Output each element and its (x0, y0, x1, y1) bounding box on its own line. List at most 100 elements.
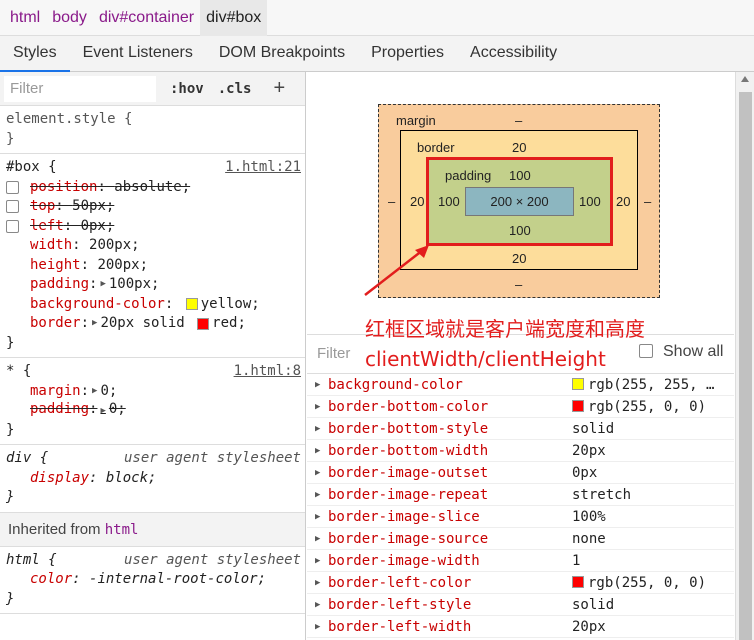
vertical-scrollbar[interactable] (735, 72, 754, 640)
expand-triangle-icon[interactable]: ▶ (315, 424, 321, 434)
expand-triangle-icon[interactable]: ▶ (315, 490, 321, 500)
expand-triangle-icon[interactable]: ▶ (315, 600, 321, 610)
decl-width[interactable]: width: 200px; (30, 237, 140, 253)
rule-selector: html { (6, 551, 57, 568)
inherited-element-link[interactable]: html (104, 521, 139, 538)
new-rule-button[interactable]: + (273, 77, 286, 99)
decl-position[interactable]: position: absolute; (6, 178, 305, 198)
breadcrumb-container[interactable]: div#container (98, 8, 195, 26)
decl-height[interactable]: height: 200px; (30, 256, 149, 273)
tab-properties[interactable]: Properties (371, 44, 445, 61)
box-model-diagram: 200 × 200 margin – – – – border 20 20 20… (307, 72, 732, 330)
annotation-line-1: 红框区域就是客户端宽度和高度 (365, 317, 645, 341)
expand-triangle-icon[interactable]: ▶ (315, 380, 321, 390)
decl-border[interactable]: border:▶20px solid red; (6, 314, 305, 334)
tab-accessibility[interactable]: Accessibility (470, 44, 558, 61)
margin-label: margin (396, 113, 436, 128)
annotation-text: 红框区域就是客户端宽度和高度 clientWidth/clientHeight (365, 314, 645, 374)
breadcrumb-html[interactable]: html (10, 8, 41, 26)
rule-div-ua: user agent stylesheet div { display: blo… (0, 445, 305, 513)
scroll-up-icon[interactable] (741, 76, 749, 82)
color-swatch-icon[interactable] (185, 298, 198, 311)
border-label: border (417, 140, 455, 155)
rule-selector: element.style { (6, 111, 133, 127)
margin-left-value[interactable]: – (388, 194, 396, 209)
tab-styles[interactable]: Styles (0, 36, 70, 72)
border-left-value[interactable]: 20 (410, 194, 425, 209)
border-bottom-value[interactable]: 20 (512, 251, 527, 266)
inherited-header: Inherited from html (0, 512, 305, 547)
hov-button[interactable]: :hov (170, 80, 204, 97)
styles-filter-input[interactable]: Filter (4, 75, 156, 102)
breadcrumb: html body div#container div#box (0, 0, 754, 36)
decl-checkbox[interactable] (6, 200, 19, 214)
expand-triangle-icon[interactable]: ▶ (315, 512, 321, 522)
scrollbar-thumb[interactable] (739, 92, 752, 640)
tab-dom-breakpoints[interactable]: DOM Breakpoints (218, 44, 346, 61)
border-right-value[interactable]: 20 (616, 194, 631, 209)
margin-right-value[interactable]: – (644, 194, 652, 209)
border-top-value[interactable]: 20 (512, 140, 527, 155)
expand-triangle-icon[interactable]: ▶ (92, 318, 98, 328)
rule-element-style[interactable]: element.style { } (0, 106, 305, 154)
decl-left[interactable]: left: 0px; (6, 217, 305, 237)
rule-source-link[interactable]: 1.html:21 (225, 159, 301, 175)
color-swatch-icon[interactable] (197, 317, 210, 330)
expand-triangle-icon[interactable]: ▶ (315, 446, 321, 456)
expand-triangle-icon[interactable]: ▶ (315, 622, 321, 632)
padding-bottom-value[interactable]: 100 (509, 223, 531, 238)
color-swatch-icon (572, 400, 584, 412)
decl-checkbox[interactable] (6, 180, 19, 194)
rule-close: } (6, 421, 15, 438)
decl-top[interactable]: top: 50px; (6, 197, 305, 217)
expand-triangle-icon[interactable]: ▶ (315, 556, 321, 566)
color-swatch-icon (572, 576, 584, 588)
breadcrumb-body[interactable]: body (52, 8, 87, 26)
margin-top-value[interactable]: – (515, 113, 523, 128)
rule-source-label: user agent stylesheet (123, 450, 301, 466)
box-model-content[interactable]: 200 × 200 (465, 187, 574, 216)
computed-filter-input[interactable]: Filter (317, 345, 351, 362)
show-all-label[interactable]: Show all (663, 343, 724, 360)
annotation-line-2: clientWidth/clientHeight (365, 347, 606, 371)
cls-button[interactable]: .cls (217, 80, 252, 97)
expand-triangle-icon[interactable]: ▶ (100, 406, 106, 416)
expand-triangle-icon[interactable]: ▶ (100, 279, 106, 289)
rule-html-ua: user agent stylesheet html { color: -int… (0, 547, 305, 614)
tab-event-listeners[interactable]: Event Listeners (82, 44, 193, 61)
computed-pane: 200 × 200 margin – – – – border 20 20 20… (307, 72, 754, 640)
expand-triangle-icon[interactable]: ▶ (315, 534, 321, 544)
breadcrumb-box[interactable]: div#box (200, 0, 268, 36)
decl-padding-overridden[interactable]: padding:▶0; (30, 401, 126, 417)
rule-selector: * { (6, 363, 32, 379)
decl-checkbox[interactable] (6, 219, 19, 233)
rule-source-link[interactable]: 1.html:8 (233, 363, 301, 379)
expand-triangle-icon[interactable]: ▶ (92, 385, 98, 396)
rule-selector: div { (6, 450, 49, 466)
decl-padding[interactable]: padding:▶100px; (6, 275, 305, 295)
rule-box: 1.html:21 #box { position: absolute; top… (0, 154, 305, 358)
padding-right-value[interactable]: 100 (579, 194, 601, 209)
padding-left-value[interactable]: 100 (438, 194, 460, 209)
padding-top-value[interactable]: 100 (509, 168, 531, 183)
margin-bottom-value[interactable]: – (515, 277, 523, 292)
expand-triangle-icon[interactable]: ▶ (315, 578, 321, 588)
show-all-checkbox[interactable] (639, 344, 653, 358)
expand-triangle-icon[interactable]: ▶ (315, 402, 321, 412)
expand-triangle-icon[interactable]: ▶ (315, 468, 321, 478)
decl-margin[interactable]: margin:▶0; (6, 382, 305, 402)
decl-background-color[interactable]: background-color: yellow; (30, 295, 260, 312)
